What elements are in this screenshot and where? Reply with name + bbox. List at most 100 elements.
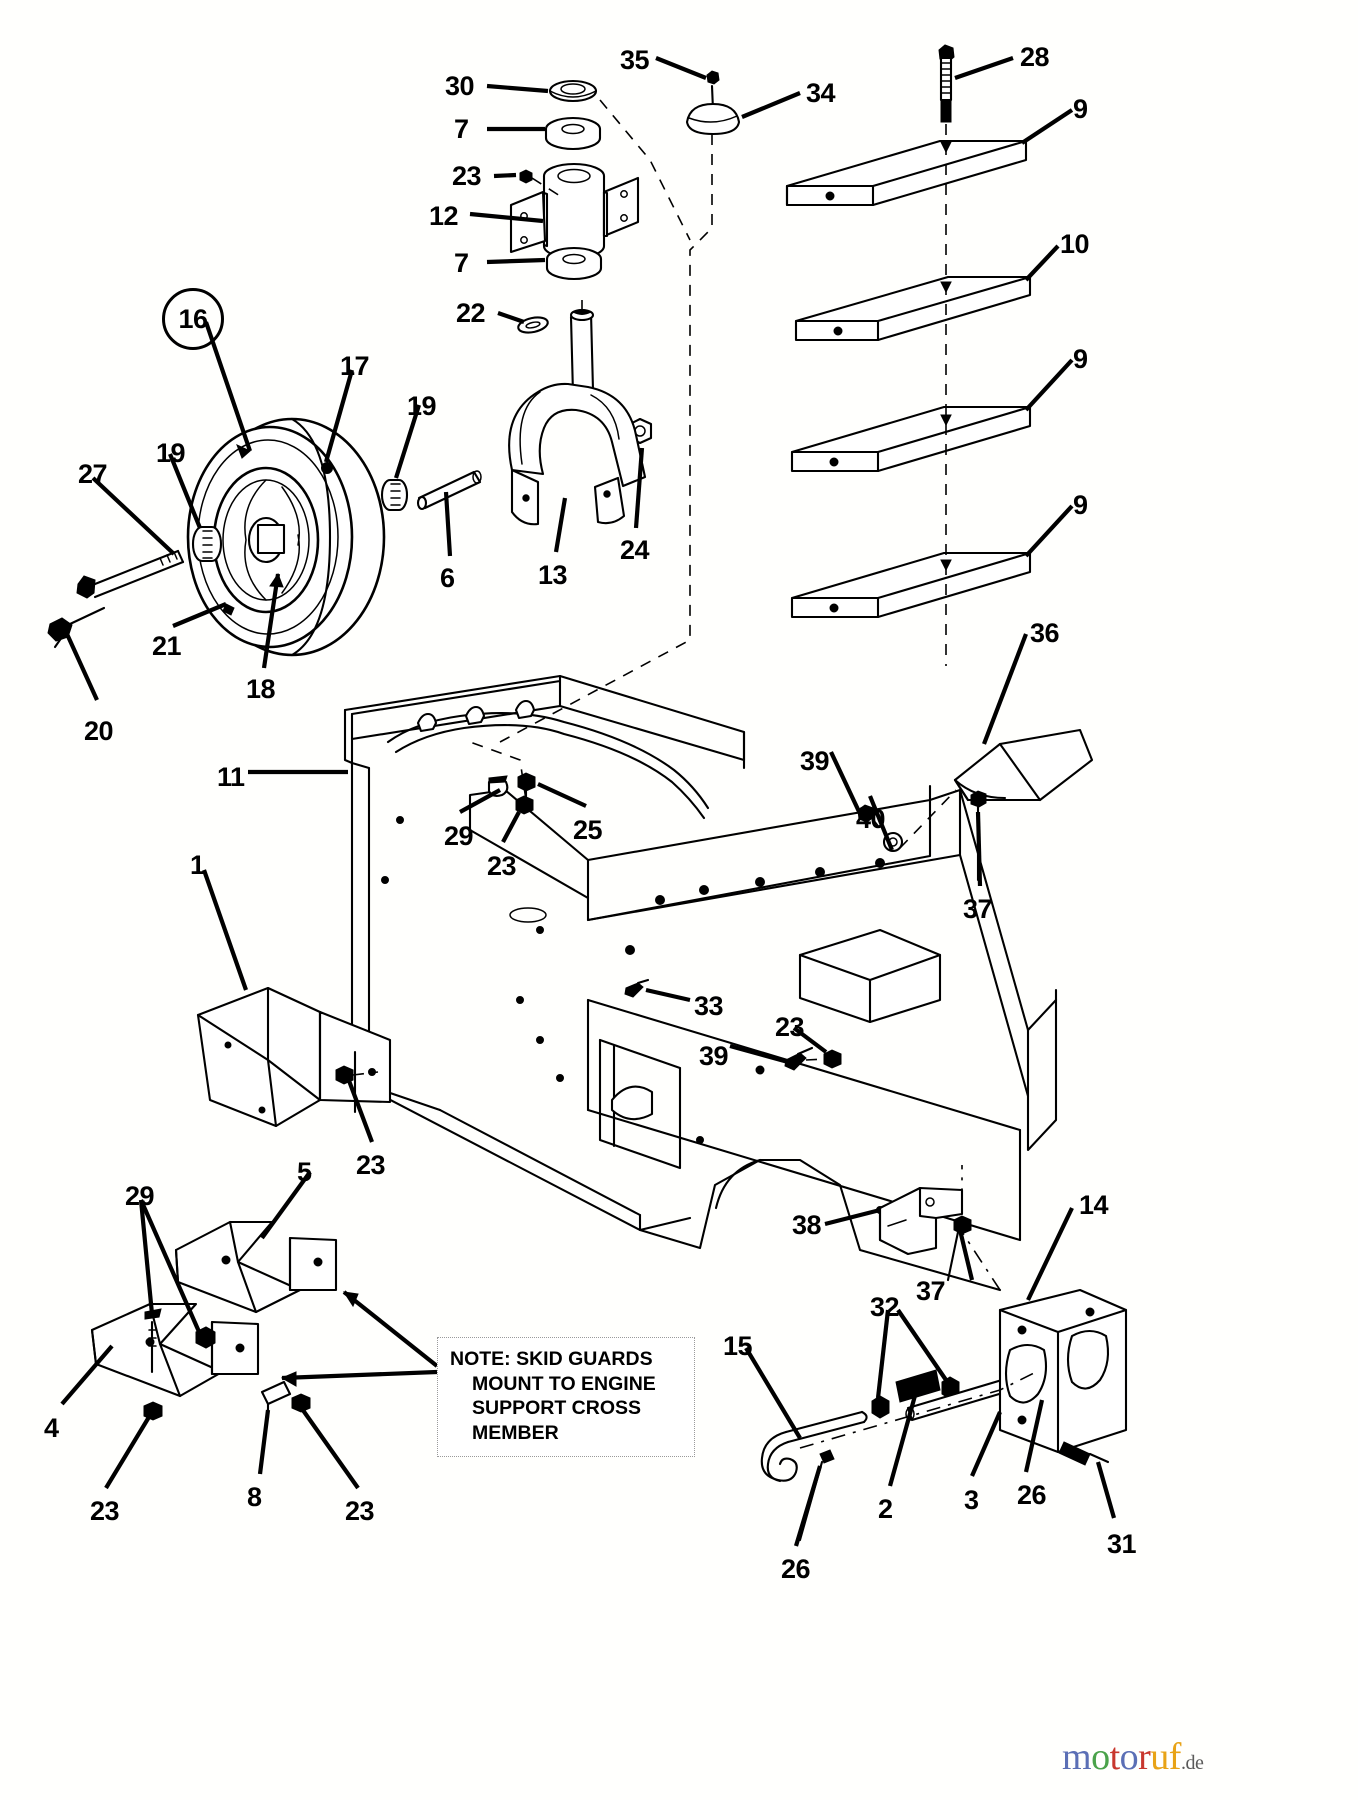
part-15-hook-rod [760,1410,868,1483]
part-20-grease-fitting [47,606,106,649]
part-35-bolt [706,70,720,112]
callout-27: 27 [78,459,108,489]
callout-9-blade-3: 9 [1073,344,1088,374]
part-7-bearing-upper [544,116,602,151]
deflector-dash [871,789,957,849]
part-36-deflector [953,728,1094,802]
watermark-suffix: .de [1180,1752,1204,1774]
callout-5: 5 [297,1157,312,1187]
part-25-fastener [517,772,536,802]
part-7-bearing-lower [545,246,603,281]
part-30-dust-cap [548,79,598,103]
callout-16-circled: 16 [162,288,224,350]
callout-26-lower: 26 [781,1554,811,1584]
part-5-skid-guard-upper [174,1220,338,1314]
callout-36: 36 [1030,618,1060,648]
callout-23-top: 23 [452,161,482,191]
part-23-nut-skid-right [291,1393,311,1413]
callout-29-deck: 29 [444,821,474,851]
assembly-axis-caster [499,134,713,743]
part-34-cap [685,102,741,136]
part-14-hitch-bracket [998,1288,1128,1454]
callout-29-skid: 29 [125,1181,155,1211]
watermark-letter-1: o [1091,1736,1110,1778]
callout-12: 12 [429,201,459,231]
part-9-blade-1 [785,139,1028,207]
callout-26-upper: 26 [1017,1480,1047,1510]
callout-39-upper: 39 [800,746,830,776]
callout-34: 34 [806,78,836,108]
callout-6: 6 [440,563,455,593]
part-18-wheel-rim [212,466,320,614]
part-19-spacer-left [191,525,223,563]
part-6-axle-rod [416,470,482,511]
part-31-bolt [1058,1441,1110,1466]
leader-lines [60,56,1117,1547]
part-38-bracket [878,1186,964,1256]
part-37-screw-bracket [946,1215,972,1282]
callout-11: 11 [217,762,245,792]
callout-40: 40 [856,804,886,834]
callout-37-lower: 37 [916,1276,946,1306]
callout-13: 13 [538,560,568,590]
callout-2: 2 [878,1494,893,1524]
part-2-spring [895,1369,941,1403]
part-26-pin-lower [798,1449,835,1542]
callout-32: 32 [870,1292,900,1322]
callout-9-blade-4: 9 [1073,490,1088,520]
part-23-nut-deck [515,795,534,815]
note-line-4: MEMBER [472,1421,559,1444]
note-box: NOTE: SKID GUARDS MOUNT TO ENGINE SUPPOR… [437,1337,695,1458]
callout-23-mid: 23 [775,1012,805,1042]
part-23-locknut-top [519,169,561,197]
part-27-axle-bolt [76,549,185,599]
callout-10: 10 [1060,229,1090,259]
part-9-blade-3 [790,405,1032,473]
callout-3: 3 [964,1485,979,1515]
part-39-bolt-mid [784,1046,814,1071]
part-21-pin [222,603,235,616]
callout-38: 38 [792,1210,822,1240]
callout-23-skid-right: 23 [345,1496,375,1526]
callout-28: 28 [1020,42,1050,72]
part-11-main-frame [343,674,1058,1292]
part-32-nut-left [871,1395,890,1419]
part-33-bolt [624,978,650,998]
watermark-letter-6: f [1168,1736,1182,1778]
callout-7-upper: 7 [454,114,469,144]
part-9-blade-4 [790,551,1032,619]
callout-8: 8 [247,1482,262,1512]
part-22-retaining-ring [517,316,549,334]
callout-37-upper: 37 [963,894,993,924]
callout-19-right: 19 [407,391,437,421]
callout-30: 30 [445,71,475,101]
callout-24: 24 [620,535,650,565]
callout-4: 4 [44,1413,59,1443]
callout-35: 35 [620,45,650,75]
callout-19-left: 19 [156,438,186,468]
part-28-carriage-bolt [938,44,955,123]
part-13-caster-fork [508,300,647,526]
assembly-dash-deck [469,741,527,801]
callout-18: 18 [246,674,276,704]
note-line-3: SUPPORT CROSS [472,1397,642,1420]
hitch-axis [799,1369,1041,1449]
callout-7-lower: 7 [454,248,469,278]
callout-14: 14 [1079,1190,1109,1220]
part-1-belt-cover [196,986,392,1128]
part-10-blade-2 [794,275,1032,342]
callout-23-cover: 23 [356,1150,386,1180]
watermark-letter-2: t [1109,1736,1121,1778]
note-line-2: MOUNT TO ENGINE [472,1372,656,1395]
note-line-1: NOTE: SKID GUARDS [450,1348,653,1370]
callout-23-skid-left: 23 [90,1496,120,1526]
callout-20: 20 [84,716,114,746]
watermark-letter-0: m [1062,1736,1092,1778]
motoruf-watermark: motoruf.de [1062,1736,1204,1778]
callout-17: 17 [340,351,370,381]
part-4-skid-guard-lower [90,1302,260,1398]
callout-31: 31 [1107,1529,1137,1559]
watermark-letter-5: u [1150,1736,1169,1778]
